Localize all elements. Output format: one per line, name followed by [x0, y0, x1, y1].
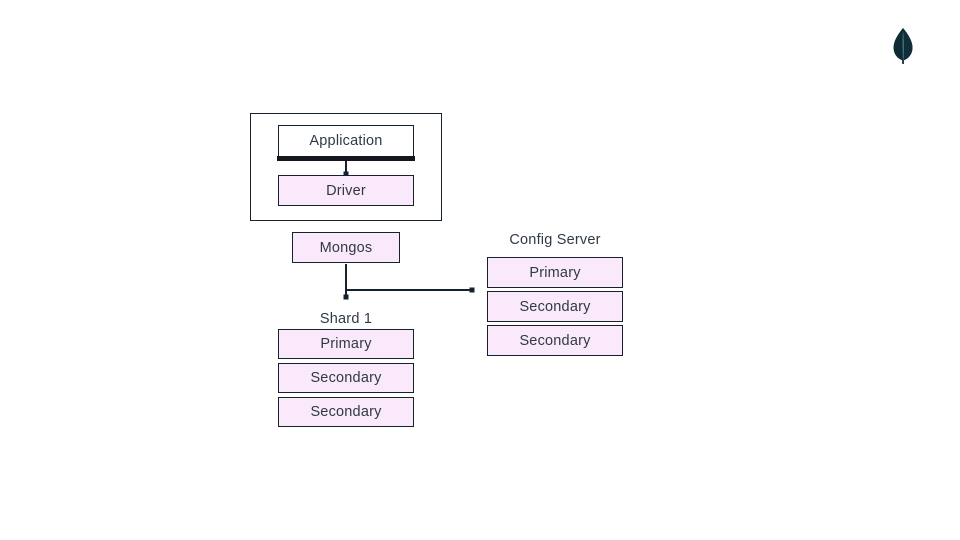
- driver-node[interactable]: Driver: [278, 175, 414, 206]
- connector-application-driver: [345, 161, 347, 174]
- shard-member-secondary-2[interactable]: Secondary: [278, 397, 414, 427]
- config-member-secondary-2[interactable]: Secondary: [487, 325, 623, 356]
- connector-endpoint-dot: [343, 171, 349, 177]
- shard-member-secondary-1[interactable]: Secondary: [278, 363, 414, 393]
- config-member-primary-label: Primary: [529, 264, 581, 281]
- shard-group-label: Shard 1: [319, 311, 373, 327]
- connector-config-endpoint-dot: [469, 287, 475, 293]
- shard-member-secondary-2-label: Secondary: [310, 404, 382, 420]
- application-label: Application: [309, 133, 383, 149]
- shard-member-secondary-1-label: Secondary: [310, 370, 382, 386]
- driver-label: Driver: [326, 182, 366, 199]
- config-server-group-label: Config Server: [509, 232, 601, 248]
- mongodb-leaf-logo: [888, 26, 918, 66]
- config-member-primary[interactable]: Primary: [487, 257, 623, 288]
- mongos-node[interactable]: Mongos: [292, 232, 400, 263]
- connector-mongos-trunk: [345, 264, 347, 297]
- config-member-secondary-1-label: Secondary: [519, 298, 591, 315]
- connector-shard-endpoint-dot: [343, 294, 349, 300]
- mongos-label: Mongos: [319, 239, 373, 256]
- connector-mongos-to-config: [345, 289, 473, 291]
- config-member-secondary-1[interactable]: Secondary: [487, 291, 623, 322]
- application-bottom-bar: [277, 156, 415, 161]
- application-node[interactable]: Application: [278, 125, 414, 157]
- config-member-secondary-2-label: Secondary: [519, 332, 591, 349]
- shard-member-primary-label: Primary: [320, 336, 372, 352]
- shard-member-primary[interactable]: Primary: [278, 329, 414, 359]
